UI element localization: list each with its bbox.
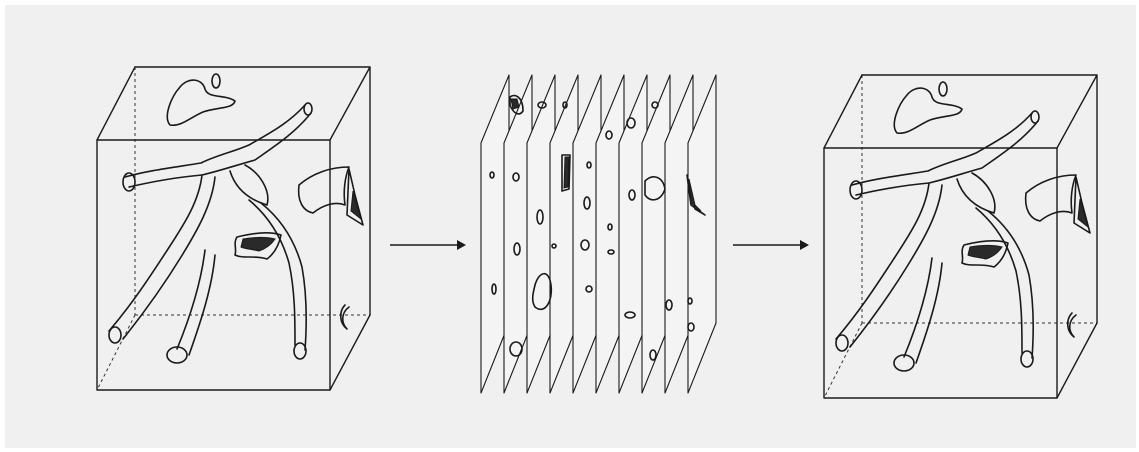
serial-sections-stack [480, 74, 717, 394]
arrow-right-icon [390, 240, 466, 250]
diagram-svg [96, 66, 1098, 399]
arrow-right-icon [733, 240, 809, 250]
diagram-canvas [5, 5, 1136, 448]
reconstructed-volume-cube [823, 74, 1098, 399]
original-volume-cube [96, 66, 371, 391]
